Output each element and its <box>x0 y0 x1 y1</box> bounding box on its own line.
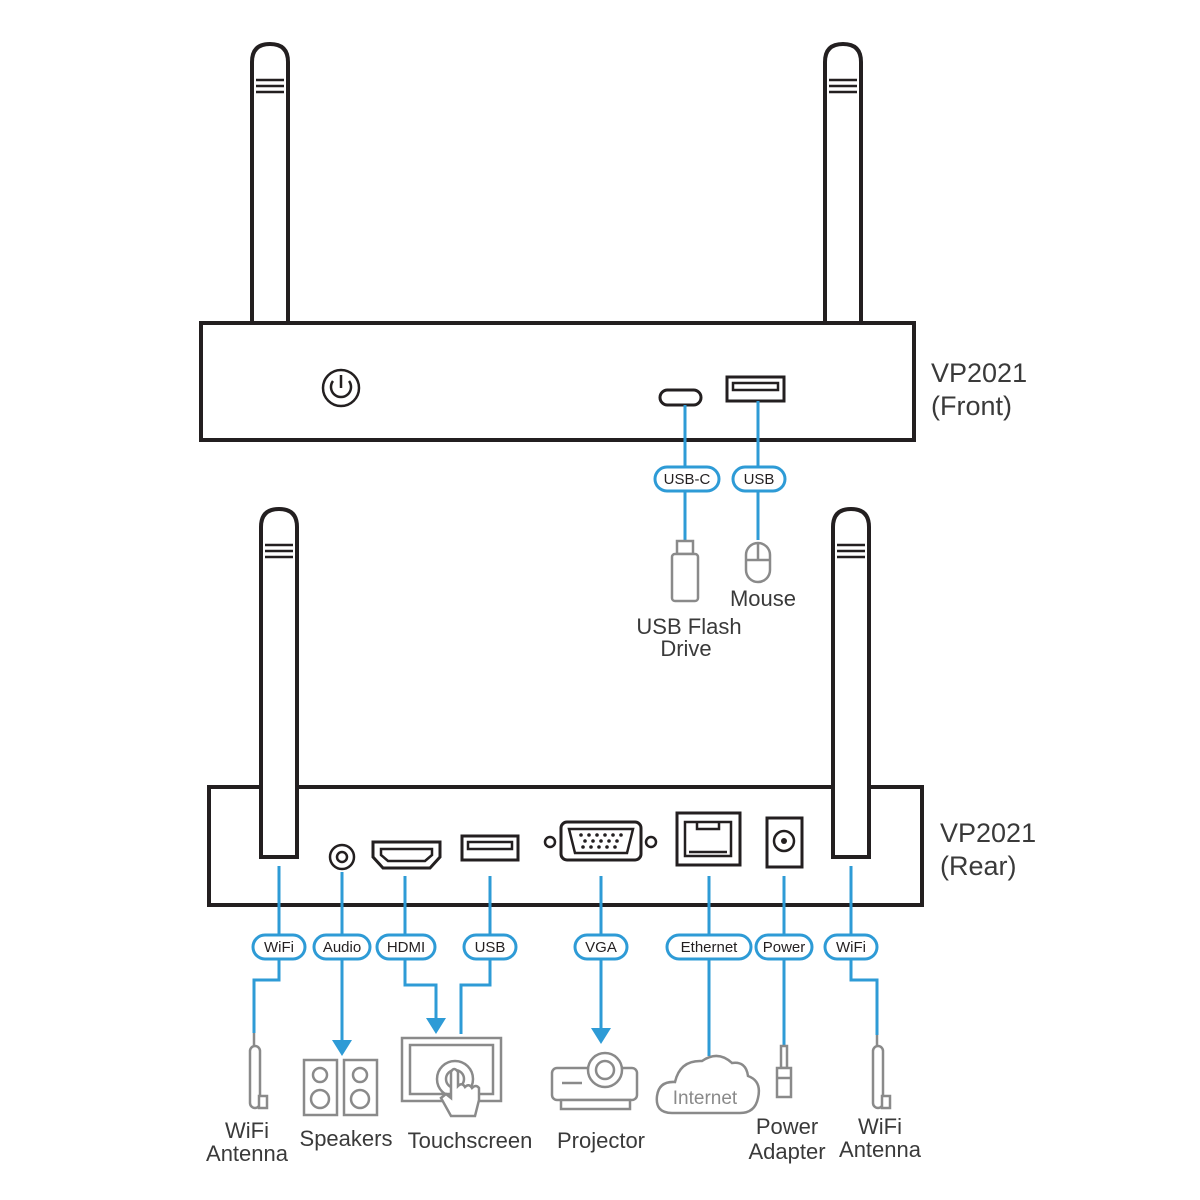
svg-text:Audio: Audio <box>323 939 361 956</box>
svg-text:USB-C: USB-C <box>664 471 711 488</box>
projector-icon <box>550 1051 639 1111</box>
rear-unit: VP2021 (Rear) <box>207 506 1036 907</box>
front-unit: VP2021 (Front) <box>199 41 1027 442</box>
usb-flash-drive-icon <box>670 539 700 603</box>
vga-port-icon <box>543 820 658 862</box>
ethernet-port-icon <box>675 811 742 867</box>
hdmi-tag: HDMI <box>375 933 437 961</box>
projector-label: Projector <box>557 1128 645 1153</box>
front-connections: USB-C USB <box>653 401 787 540</box>
svg-text:Ethernet: Ethernet <box>681 939 739 956</box>
power-adapter-label-line2: Adapter <box>748 1139 825 1164</box>
speakers-label: Speakers <box>300 1126 393 1151</box>
rear-usb-port-icon <box>460 834 520 862</box>
power-button-icon[interactable] <box>321 368 361 408</box>
svg-text:WiFi: WiFi <box>264 939 294 956</box>
mouse-label: Mouse <box>730 586 796 611</box>
rear-antenna-right <box>831 506 871 859</box>
usb-c-port-icon <box>658 388 703 407</box>
svg-text:WiFi: WiFi <box>836 939 866 956</box>
mouse-icon <box>744 541 772 584</box>
wifi-right-tag: WiFi <box>823 933 879 961</box>
touchscreen-label: Touchscreen <box>408 1128 533 1153</box>
ethernet-tag: Ethernet <box>665 933 753 961</box>
touchscreen-icon <box>400 1036 503 1118</box>
front-antenna-left <box>250 41 290 325</box>
rear-title: VP2021 <box>940 818 1036 848</box>
power-tag: Power <box>754 933 814 961</box>
front-usb-port-icon <box>725 375 786 403</box>
power-port-icon <box>765 816 804 869</box>
wifi-antenna-right-label-line2: Antenna <box>839 1137 922 1162</box>
front-subtitle: (Front) <box>931 391 1012 421</box>
front-usb-tag: USB <box>731 465 787 493</box>
front-device-body <box>199 321 916 442</box>
rear-usb-tag: USB <box>462 933 518 961</box>
front-title: VP2021 <box>931 358 1027 388</box>
rear-subtitle: (Rear) <box>940 851 1017 881</box>
usb-flash-drive-label-line1: USB Flash <box>636 614 741 639</box>
internet-cloud-icon <box>655 1054 761 1115</box>
power-adapter-icon <box>775 1044 793 1099</box>
usb-flash-drive-label-line2: Drive <box>660 636 711 661</box>
wifi-antenna-right-icon <box>871 1035 892 1110</box>
wifi-antenna-left-label-line1: WiFi <box>225 1118 269 1143</box>
usb-c-tag: USB-C <box>653 465 721 493</box>
wifi-left-tag: WiFi <box>251 933 307 961</box>
wifi-antenna-right-label-line1: WiFi <box>858 1114 902 1139</box>
wifi-antenna-left-label-line2: Antenna <box>206 1141 289 1166</box>
vga-tag: VGA <box>573 933 629 961</box>
svg-text:USB: USB <box>744 471 775 488</box>
wifi-antenna-left-icon <box>248 1033 269 1110</box>
svg-text:VGA: VGA <box>585 939 617 956</box>
rear-antenna-left <box>259 506 299 859</box>
audio-jack-icon <box>328 843 356 871</box>
hdmi-port-icon <box>371 840 442 870</box>
internet-label: Internet <box>673 1088 738 1109</box>
speakers-icon <box>302 1058 379 1117</box>
front-antenna-right <box>823 41 863 325</box>
svg-text:HDMI: HDMI <box>387 939 425 956</box>
audio-tag: Audio <box>312 933 372 961</box>
svg-text:USB: USB <box>475 939 506 956</box>
svg-text:Power: Power <box>763 939 806 956</box>
power-adapter-label-line1: Power <box>756 1114 818 1139</box>
